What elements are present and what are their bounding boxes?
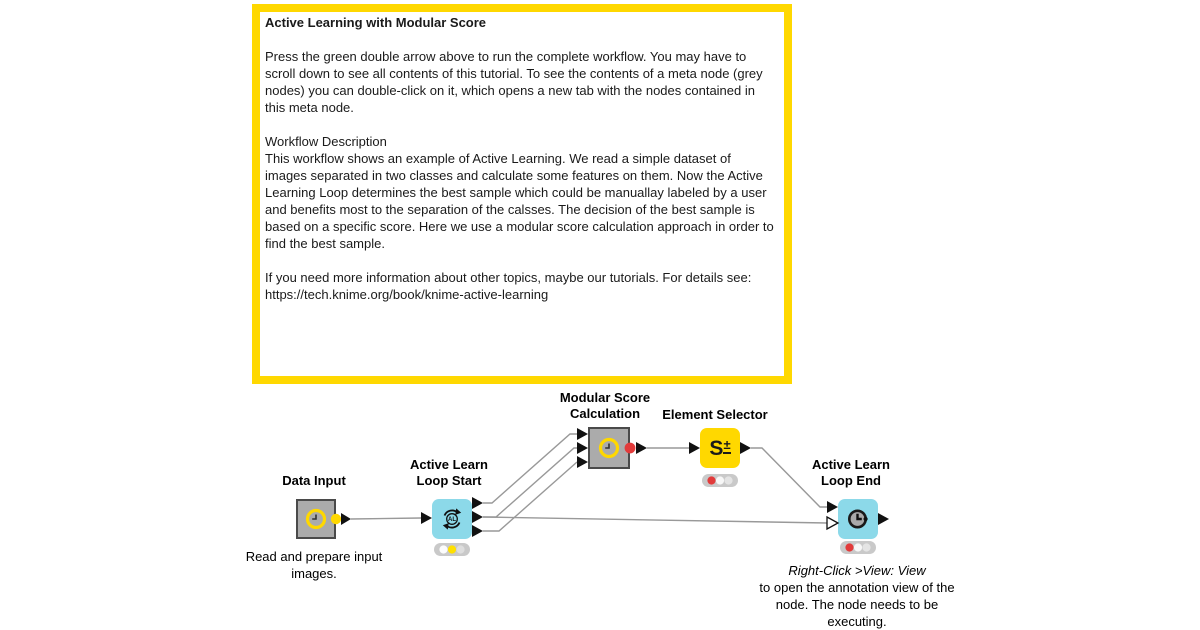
node-label-loop-end: Active Learn Loop End <box>811 457 891 488</box>
element-selector-icon: S± <box>709 436 731 460</box>
active-learning-loop-start-icon: AL <box>442 508 462 530</box>
annotation-title: Active Learning with Modular Score <box>265 15 487 30</box>
loop-start-input-port[interactable] <box>421 512 432 524</box>
element-selector-input-port[interactable] <box>689 442 700 454</box>
loop-start-output-port-1[interactable] <box>472 497 483 509</box>
node-label-element-selector: Element Selector <box>662 407 768 422</box>
score-calc-output-port[interactable] <box>636 442 647 454</box>
traffic-yellow-light <box>447 545 457 554</box>
node-loop-end[interactable] <box>838 499 878 539</box>
connection-data-input-to-loop-start[interactable] <box>350 517 422 520</box>
traffic-green-light <box>456 545 465 554</box>
traffic-green-light <box>862 543 871 552</box>
node-element-selector[interactable]: S± <box>700 428 740 468</box>
annotation-intro-paragraph: Press the green double arrow above to ru… <box>265 49 763 115</box>
loop-end-input-port-1[interactable] <box>827 501 838 513</box>
data-input-output-port[interactable] <box>341 513 351 525</box>
connection-loop-start-to-score-calc-3[interactable] <box>483 461 578 532</box>
traffic-red-light <box>707 476 716 485</box>
loop-start-traffic-light <box>434 543 470 556</box>
workflow-annotation[interactable]: Active Learning with Modular Score Press… <box>252 4 792 384</box>
score-calc-input-port-2[interactable] <box>577 442 588 454</box>
score-calc-input-port-1[interactable] <box>577 428 588 440</box>
loop-end-output-port[interactable] <box>878 513 889 525</box>
node-label-data-input: Data Input <box>282 473 346 488</box>
element-selector-output-port[interactable] <box>740 442 751 454</box>
clock-icon <box>598 437 620 459</box>
connection-loop-start-to-loop-end[interactable] <box>482 516 828 524</box>
element-selector-traffic-light <box>702 474 738 487</box>
caption-loop-end-italic-line: Right-Click >View: View <box>788 563 926 578</box>
connection-loop-start-to-score-calc-2[interactable] <box>483 447 577 518</box>
loop-start-icon-text: AL <box>448 517 456 523</box>
annotation-section-heading: Workflow Description <box>265 134 387 149</box>
connection-loop-start-to-score-calc-1[interactable] <box>483 433 577 504</box>
loop-end-traffic-light <box>840 541 876 554</box>
node-label-loop-start: Active Learn Loop Start <box>409 457 489 488</box>
data-input-output-port-dot[interactable] <box>330 513 342 525</box>
caption-loop-end: Right-Click >View: View to open the anno… <box>757 562 957 630</box>
loop-end-optional-input-port[interactable] <box>826 515 840 531</box>
clock-icon <box>305 508 327 530</box>
loop-start-output-port-2[interactable] <box>472 511 483 523</box>
traffic-green-light <box>724 476 733 485</box>
caption-loop-end-body: to open the annotation view of the node.… <box>759 580 955 629</box>
node-loop-start[interactable]: AL <box>432 499 472 539</box>
loop-end-clock-icon <box>847 509 868 529</box>
traffic-yellow-light <box>853 543 863 552</box>
loop-start-output-port-3[interactable] <box>472 525 483 537</box>
score-calc-output-port-dot[interactable] <box>624 442 636 454</box>
traffic-red-light <box>439 545 448 554</box>
annotation-description-paragraph: This workflow shows an example of Active… <box>265 151 774 251</box>
annotation-more-info-paragraph: If you need more information about other… <box>265 270 752 302</box>
connection-element-selector-to-loop-end[interactable] <box>751 447 827 508</box>
traffic-red-light <box>845 543 854 552</box>
traffic-yellow-light <box>715 476 725 485</box>
caption-data-input: Read and prepare input images. <box>245 549 383 581</box>
score-calc-input-port-3[interactable] <box>577 456 588 468</box>
node-label-score-calc: Modular Score Calculation <box>559 390 651 421</box>
